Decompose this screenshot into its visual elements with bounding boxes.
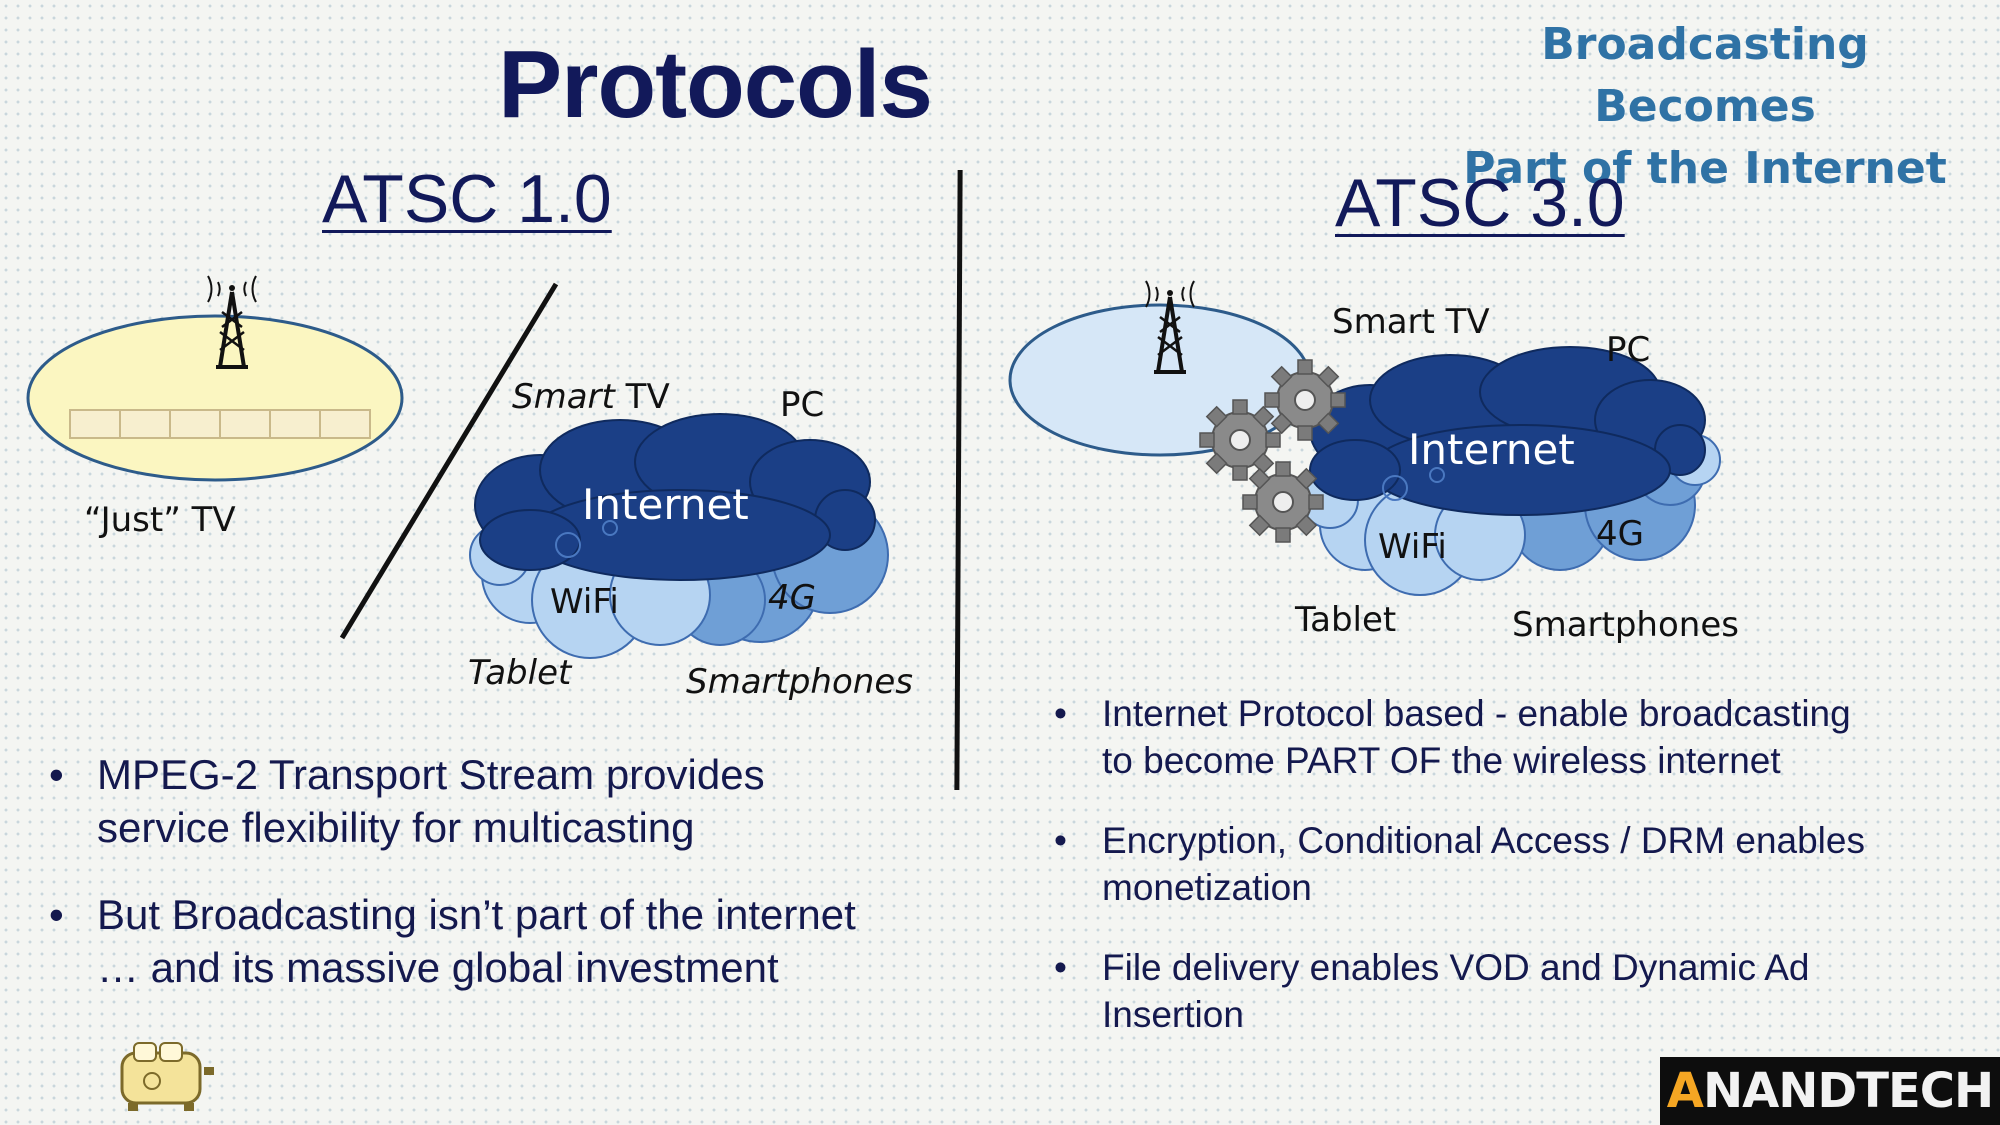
tagline-line-1: Broadcasting Becomes [1541, 19, 1869, 132]
anandtech-logo: ANANDTECH [1660, 1057, 2000, 1125]
internet-cloud-left [469, 413, 889, 659]
gear-icon [1242, 461, 1324, 543]
tablet-label-right: Tablet [1295, 600, 1397, 640]
atsc1-heading: ATSC 1.0 [322, 161, 612, 237]
internet-cloud-right [1301, 346, 1721, 596]
smart-tv-label-smart: Smart [512, 377, 615, 417]
tagline-line-2: Part of the Internet [1463, 143, 1947, 194]
smart-tv-label-tv: TV [625, 377, 670, 417]
smart-tv-label: Smart TV [512, 377, 670, 417]
bullet-item: • Internet Protocol based - enable broadc… [1054, 690, 1882, 784]
tagline: Broadcasting Becomes Part of the Interne… [1440, 14, 1970, 200]
atsc1-bullet-list: • MPEG-2 Transport Stream provides servic… [49, 748, 877, 1028]
bullet-dot: • [1054, 947, 1067, 988]
bullet-dot: • [49, 891, 64, 938]
bullet-item: • MPEG-2 Transport Stream provides servic… [49, 748, 877, 854]
bullet-item: • But Broadcasting isn’t part of the inte… [49, 888, 877, 994]
bullet-text: MPEG-2 Transport Stream provides service… [97, 751, 765, 851]
bullet-dot: • [1054, 820, 1067, 861]
four-g-label: 4G [768, 578, 816, 618]
tablet-label: Tablet [468, 653, 572, 693]
toaster-icon [120, 1042, 214, 1111]
bullet-text: Internet Protocol based - enable broadca… [1102, 693, 1851, 781]
just-tv-label: “Just” TV [84, 500, 236, 540]
internet-label: Internet [582, 480, 749, 529]
logo-first-letter: A [1666, 1063, 1704, 1119]
bullet-dot: • [1054, 693, 1067, 734]
smartphones-label: Smartphones [686, 662, 913, 702]
bullet-text: File delivery enables VOD and Dynamic Ad… [1102, 947, 1810, 1035]
wifi-label: WiFi [550, 582, 619, 622]
atsc3-heading: ATSC 3.0 [1335, 165, 1625, 241]
atsc3-bullet-list: • Internet Protocol based - enable broadc… [1054, 690, 1882, 1071]
gear-icon [1264, 359, 1346, 441]
bullet-text: Encryption, Conditional Access / DRM ena… [1102, 820, 1865, 908]
gear-icon [1199, 399, 1281, 481]
separator-slash [339, 282, 559, 640]
pc-label: PC [780, 385, 825, 425]
broadcast-area-ellipse [26, 314, 404, 482]
logo-rest: NANDTECH [1702, 1063, 1994, 1119]
smart-tv-label-right: Smart TV [1332, 302, 1490, 342]
wifi-label-right: WiFi [1378, 527, 1447, 567]
tv-channel-strip [69, 409, 371, 439]
bullet-text: But Broadcasting isn’t part of the inter… [97, 891, 856, 991]
internet-label-right: Internet [1408, 425, 1575, 474]
bullet-item: • File delivery enables VOD and Dynamic A… [1054, 944, 1882, 1038]
page-title: Protocols [498, 31, 933, 138]
pc-label-right: PC [1606, 330, 1651, 370]
four-g-label-right: 4G [1596, 514, 1644, 554]
bullet-item: • Encryption, Conditional Access / DRM en… [1054, 817, 1882, 911]
bullet-dot: • [49, 751, 64, 798]
smartphones-label-right: Smartphones [1512, 605, 1739, 645]
